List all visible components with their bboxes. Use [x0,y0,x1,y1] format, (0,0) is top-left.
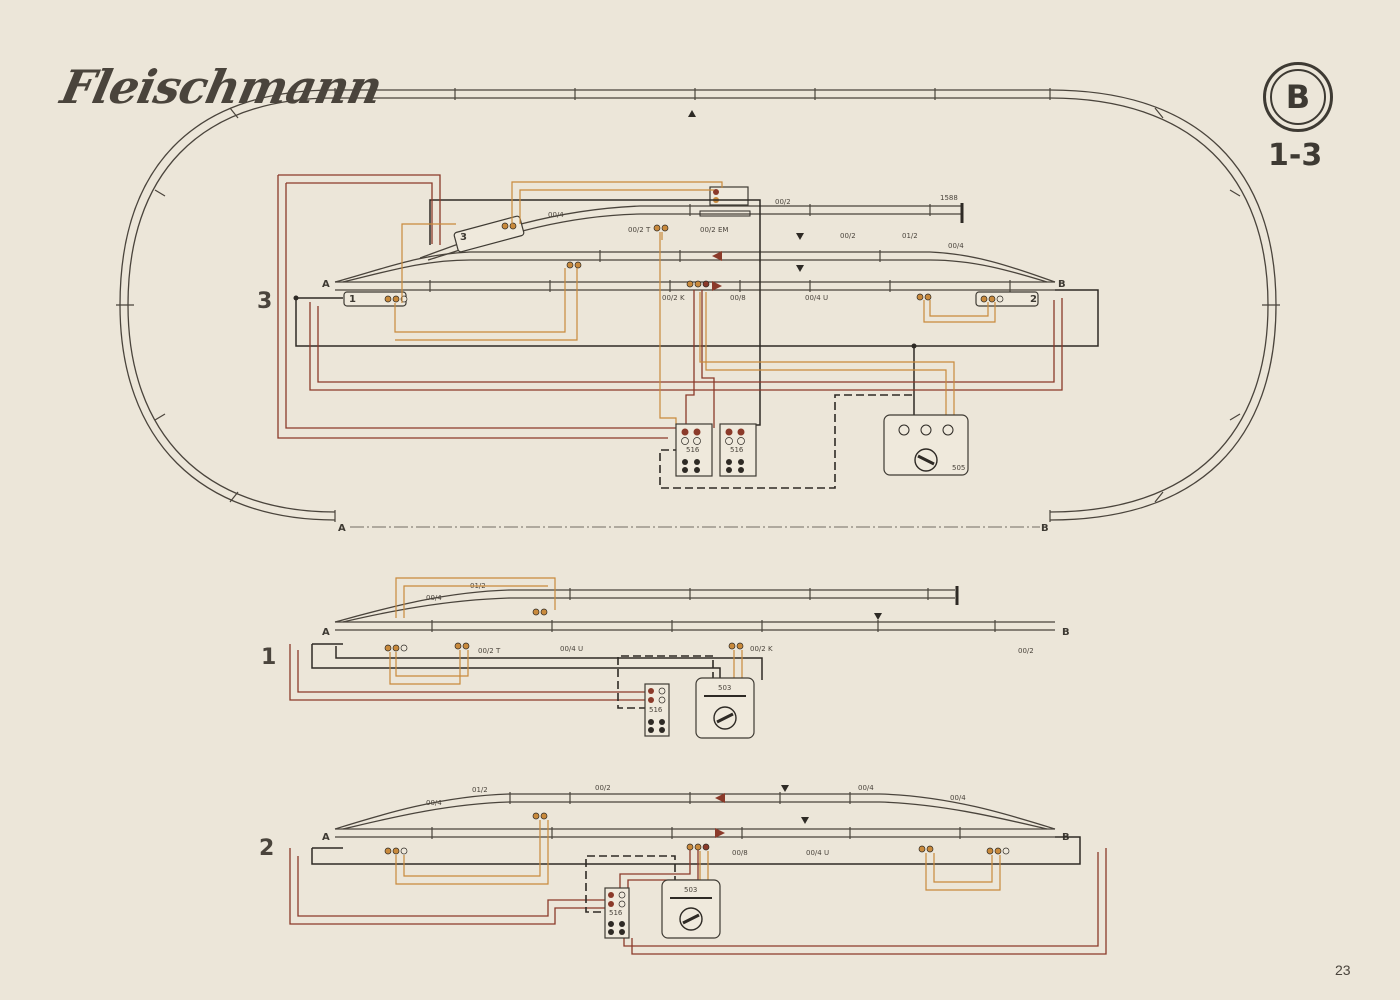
l2-transformer: 503 [661,879,721,939]
l3-track-label-1: 00/4 [548,211,564,219]
l3-panel-2-label: 516 [730,446,744,454]
l2-track-label-5: 00/4 [950,794,966,802]
l3-track-label-10: 00/4 U [805,294,828,302]
l2-track-label-2: 01/2 [472,786,488,794]
l1-end-a: A [322,627,330,638]
l1-panel-label: 516 [649,706,663,714]
l2-track-label-4: 00/4 [858,784,874,792]
oval-track: A B [116,88,1280,534]
l3-panel-1-label: 516 [686,446,700,454]
l3-switch-1: 1 [349,294,356,305]
layout-number-2: 2 [259,836,275,861]
badge-letter: B [1270,69,1326,125]
l3-panel-2: 516 [719,423,757,477]
oval-label-b: B [1041,523,1049,534]
l3-track-label-5: 00/2 [840,232,856,240]
layout3-station: A B 1588 00/4 00/2 00/2 T 00/2 EM 00/2 0… [277,174,1099,489]
l2-panel: 516 [604,887,630,939]
l1-end-b: B [1062,627,1070,638]
l2-track-label-6: 00/8 [732,849,748,857]
l3-switch-3: 3 [460,232,467,243]
plan-badge: B [1263,62,1333,132]
l1-track-label-1: 00/4 [426,594,442,602]
l2-end-a: A [322,832,330,843]
l3-end-b: B [1058,279,1066,290]
oval-label-a: A [338,523,346,534]
l3-track-label-7: 00/4 [948,242,964,250]
l3-track-label-6: 01/2 [902,232,918,240]
l3-track-label-4: 00/2 EM [700,226,728,234]
l3-track-label-2: 00/2 [775,198,791,206]
layout1-station: A B 00/4 01/2 00/2 T 00/4 U 00/2 K 00/2 [289,577,1070,739]
l1-transformer: 503 [695,677,755,739]
l3-switch-2: 2 [1030,294,1037,305]
layout-number-3: 3 [257,289,273,314]
l2-track-label-3: 00/2 [595,784,611,792]
l2-transformer-label: 503 [684,886,697,894]
l3-transformer-label: 505 [952,464,965,472]
l1-track-label-3: 00/2 T [478,647,501,655]
switch-motor-2 [975,291,1039,307]
l3-track-label-3: 00/2 T [628,226,651,234]
l1-track-label-5: 00/2 K [750,645,773,653]
l3-end-a: A [322,279,330,290]
plan-range: 1-3 [1268,138,1323,173]
l3-track-label-8: 00/2 K [662,294,685,302]
l1-transformer-label: 503 [718,684,731,692]
l3-panel-1: 516 [675,423,713,477]
layout-number-1: 1 [261,645,277,670]
l2-track-label-1: 00/4 [426,799,442,807]
page-number: 23 [1335,962,1351,978]
l3-track-label-9: 00/8 [730,294,746,302]
l1-track-label-4: 00/4 U [560,645,583,653]
l3-transformer: 505 [883,414,969,476]
l2-panel-label: 516 [609,909,623,917]
l1-track-label-6: 00/2 [1018,647,1034,655]
l1-panel: 516 [644,683,670,737]
layout2-station: A B 00/4 01/2 00/2 00/4 00/4 00/8 00/4 U [289,784,1107,955]
l2-track-label-7: 00/4 U [806,849,829,857]
l3-siding-end: 1588 [940,194,958,202]
